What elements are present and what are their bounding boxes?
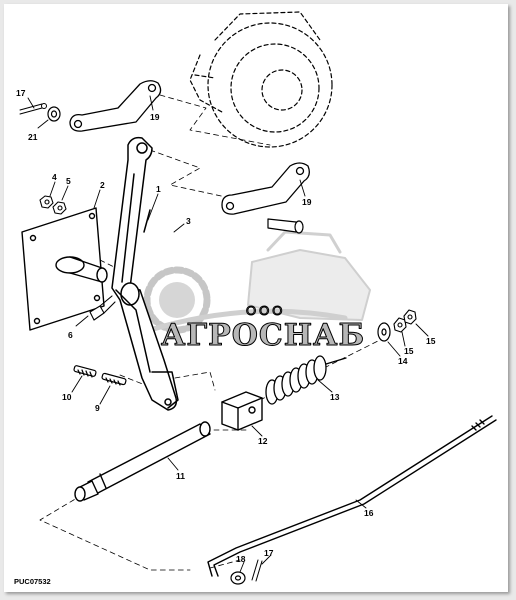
callout-6: 6 bbox=[68, 330, 73, 340]
callout-4: 4 bbox=[52, 172, 57, 182]
watermark-name: АГРОСНАБ bbox=[161, 318, 365, 353]
callout-3: 3 bbox=[186, 216, 191, 226]
callout-19-upper: 19 bbox=[150, 112, 160, 122]
washer-14 bbox=[377, 322, 391, 342]
washer-18 bbox=[230, 571, 246, 585]
pin-3 bbox=[267, 218, 304, 234]
link-19-upper bbox=[69, 80, 162, 132]
watermark-logo: ООО АГРОСНАБ bbox=[143, 230, 371, 354]
leader-lines bbox=[27, 95, 429, 573]
callout-16: 16 bbox=[364, 508, 374, 518]
callout-2: 2 bbox=[100, 180, 105, 190]
callout-10: 10 bbox=[62, 392, 72, 402]
callout-17-top: 17 bbox=[16, 88, 26, 98]
split-pin-17-bottom bbox=[251, 559, 263, 582]
callout-labels: 17 21 19 4 5 2 1 3 19 6 10 9 11 12 13 14… bbox=[14, 88, 436, 586]
callout-11: 11 bbox=[176, 471, 185, 481]
callout-15-lower: 15 bbox=[404, 346, 414, 356]
callout-14: 14 bbox=[398, 356, 408, 366]
nut-15-a bbox=[393, 317, 407, 333]
split-pin-17 bbox=[19, 103, 47, 115]
callout-12: 12 bbox=[258, 436, 268, 446]
nut-4 bbox=[39, 195, 54, 209]
drum-pulley-outline bbox=[189, 11, 333, 148]
drawing-code: PUC07532 bbox=[14, 577, 51, 586]
callout-5: 5 bbox=[66, 176, 71, 186]
shaft-11 bbox=[74, 421, 211, 502]
callout-9: 9 bbox=[95, 403, 100, 413]
lever-arm-1 bbox=[111, 136, 179, 411]
rod-16 bbox=[207, 415, 497, 577]
nut-5 bbox=[52, 201, 67, 215]
link-19-lower bbox=[221, 162, 310, 215]
watermark-prefix: ООО bbox=[246, 303, 285, 318]
callout-15-upper: 15 bbox=[426, 336, 436, 346]
callout-18: 18 bbox=[236, 554, 246, 564]
spring-10 bbox=[73, 365, 97, 378]
callout-17-bottom: 17 bbox=[264, 548, 274, 558]
callout-1: 1 bbox=[156, 184, 161, 194]
bolt-6 bbox=[89, 295, 116, 321]
washer-21 bbox=[47, 106, 61, 122]
nut-15-b bbox=[403, 309, 417, 325]
callout-19-lower: 19 bbox=[302, 197, 312, 207]
callout-21: 21 bbox=[28, 132, 38, 142]
mounting-plate-2 bbox=[21, 207, 108, 331]
block-12 bbox=[221, 391, 263, 431]
callout-13: 13 bbox=[330, 392, 340, 402]
coil-spring-13 bbox=[265, 355, 347, 405]
spring-9 bbox=[101, 372, 127, 386]
